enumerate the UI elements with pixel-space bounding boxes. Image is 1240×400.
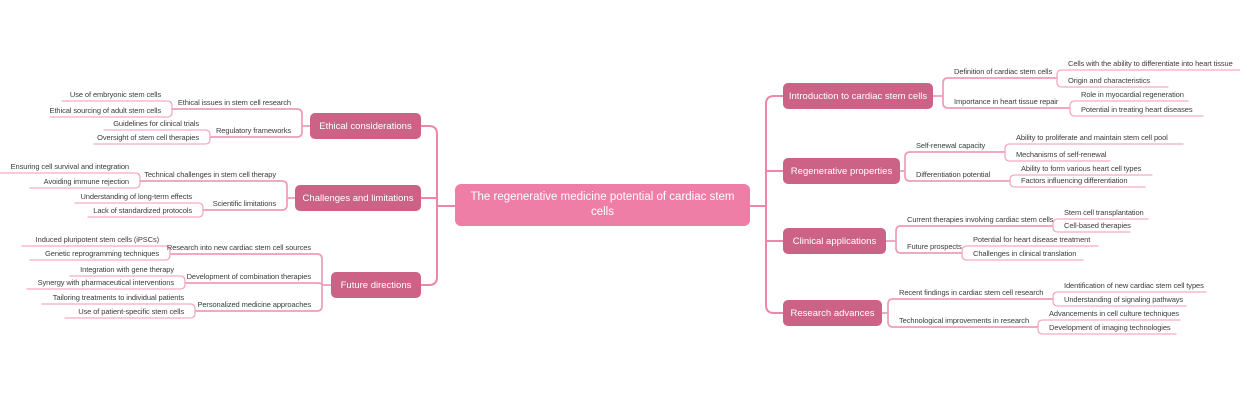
subtopic-label[interactable]: Understanding of long-term effects	[80, 192, 192, 201]
topic-label[interactable]: Definition of cardiac stem cells	[954, 67, 1053, 76]
subtopic-label[interactable]: Genetic reprogramming techniques	[45, 249, 159, 258]
subtopic-label[interactable]: Tailoring treatments to individual patie…	[52, 293, 184, 302]
root-node-label: The regenerative medicine potential of c…	[470, 191, 735, 218]
subtopic-label[interactable]: Cell-based therapies	[1064, 221, 1131, 230]
subtopic-label[interactable]: Ability to form various heart cell types	[1021, 164, 1142, 173]
subtopic-label[interactable]: Role in myocardial regeneration	[1081, 90, 1184, 99]
subtopic-label[interactable]: Stem cell transplantation	[1064, 208, 1144, 217]
subtopic-label[interactable]: Guidelines for clinical trials	[113, 119, 199, 128]
subtopic-label[interactable]: Synergy with pharmaceutical intervention…	[37, 278, 174, 287]
subtopic-label[interactable]: Potential for heart disease treatment	[973, 235, 1091, 244]
branch-label: Future directions	[340, 279, 412, 291]
subtopic-label[interactable]: Understanding of signaling pathways	[1064, 295, 1184, 304]
subtopic-label[interactable]: Origin and characteristics	[1068, 76, 1151, 85]
subtopic-label[interactable]: Development of imaging technologies	[1049, 323, 1171, 332]
topic-label[interactable]: Ethical issues in stem cell research	[177, 98, 291, 107]
subtopic-label[interactable]: Use of embryonic stem cells	[69, 90, 161, 99]
topic-label[interactable]: Scientific limitations	[212, 199, 276, 208]
subtopic-label[interactable]: Mechanisms of self-renewal	[1016, 150, 1107, 159]
topic-label[interactable]: Current therapies involving cardiac stem…	[907, 215, 1054, 224]
branch-label: Clinical applications	[792, 235, 877, 247]
topic-label[interactable]: Importance in heart tissue repair	[954, 97, 1059, 106]
subtopic-label[interactable]: Cells with the ability to differentiate …	[1068, 59, 1233, 68]
topic-label[interactable]: Technological improvements in research	[899, 316, 1030, 325]
topic-label[interactable]: Personalized medicine approaches	[197, 300, 311, 309]
topic-label[interactable]: Research into new cardiac stem cell sour…	[166, 243, 311, 252]
branch-node-future-directions[interactable]: Future directions	[331, 272, 421, 298]
topic-label[interactable]: Development of combination therapies	[186, 272, 312, 281]
subtopic-label[interactable]: Induced pluripotent stem cells (iPSCs)	[35, 235, 159, 244]
subtopic-label[interactable]: Ethical sourcing of adult stem cells	[49, 106, 162, 115]
branch-node-clinical-applications[interactable]: Clinical applications	[783, 228, 886, 254]
subtopic-label[interactable]: Oversight of stem cell therapies	[97, 133, 199, 142]
branch-label: Challenges and limitations	[302, 192, 414, 204]
topic-label[interactable]: Self-renewal capacity	[916, 141, 986, 150]
branch-label: Regenerative properties	[790, 165, 893, 177]
subtopic-label[interactable]: Potential in treating heart diseases	[1081, 105, 1193, 114]
subtopic-label[interactable]: Challenges in clinical translation	[973, 249, 1077, 258]
topic-label[interactable]: Recent findings in cardiac stem cell res…	[899, 288, 1044, 297]
root-node[interactable]: The regenerative medicine potential of c…	[455, 184, 750, 226]
subtopic-label[interactable]: Factors influencing differentiation	[1021, 176, 1128, 185]
subtopic-label[interactable]: Ensuring cell survival and integration	[10, 162, 129, 171]
subtopic-label[interactable]: Use of patient-specific stem cells	[78, 307, 184, 316]
branch-node-research-advances[interactable]: Research advances	[783, 300, 882, 326]
topic-label[interactable]: Future prospects	[907, 242, 962, 251]
branch-node-ethical-considerations[interactable]: Ethical considerations	[310, 113, 421, 139]
subtopic-label[interactable]: Integration with gene therapy	[80, 265, 174, 274]
topic-label[interactable]: Technical challenges in stem cell therap…	[144, 170, 276, 179]
subtopic-label[interactable]: Ability to proliferate and maintain stem…	[1016, 133, 1168, 142]
branch-node-introduction[interactable]: Introduction to cardiac stem cells	[783, 83, 933, 109]
branch-label: Ethical considerations	[319, 120, 412, 132]
branch-node-challenges-limitations[interactable]: Challenges and limitations	[295, 185, 421, 211]
branch-label: Research advances	[790, 307, 875, 319]
subtopic-label[interactable]: Avoiding immune rejection	[43, 177, 129, 186]
subtopic-label[interactable]: Lack of standardized protocols	[93, 206, 192, 215]
subtopic-label[interactable]: Identification of new cardiac stem cell …	[1064, 281, 1204, 290]
topic-label[interactable]: Regulatory frameworks	[215, 126, 291, 135]
branch-label: Introduction to cardiac stem cells	[788, 90, 928, 102]
branch-node-regenerative-properties[interactable]: Regenerative properties	[783, 158, 900, 184]
subtopic-label[interactable]: Advancements in cell culture techniques	[1049, 309, 1179, 318]
topic-label[interactable]: Differentiation potential	[916, 170, 991, 179]
